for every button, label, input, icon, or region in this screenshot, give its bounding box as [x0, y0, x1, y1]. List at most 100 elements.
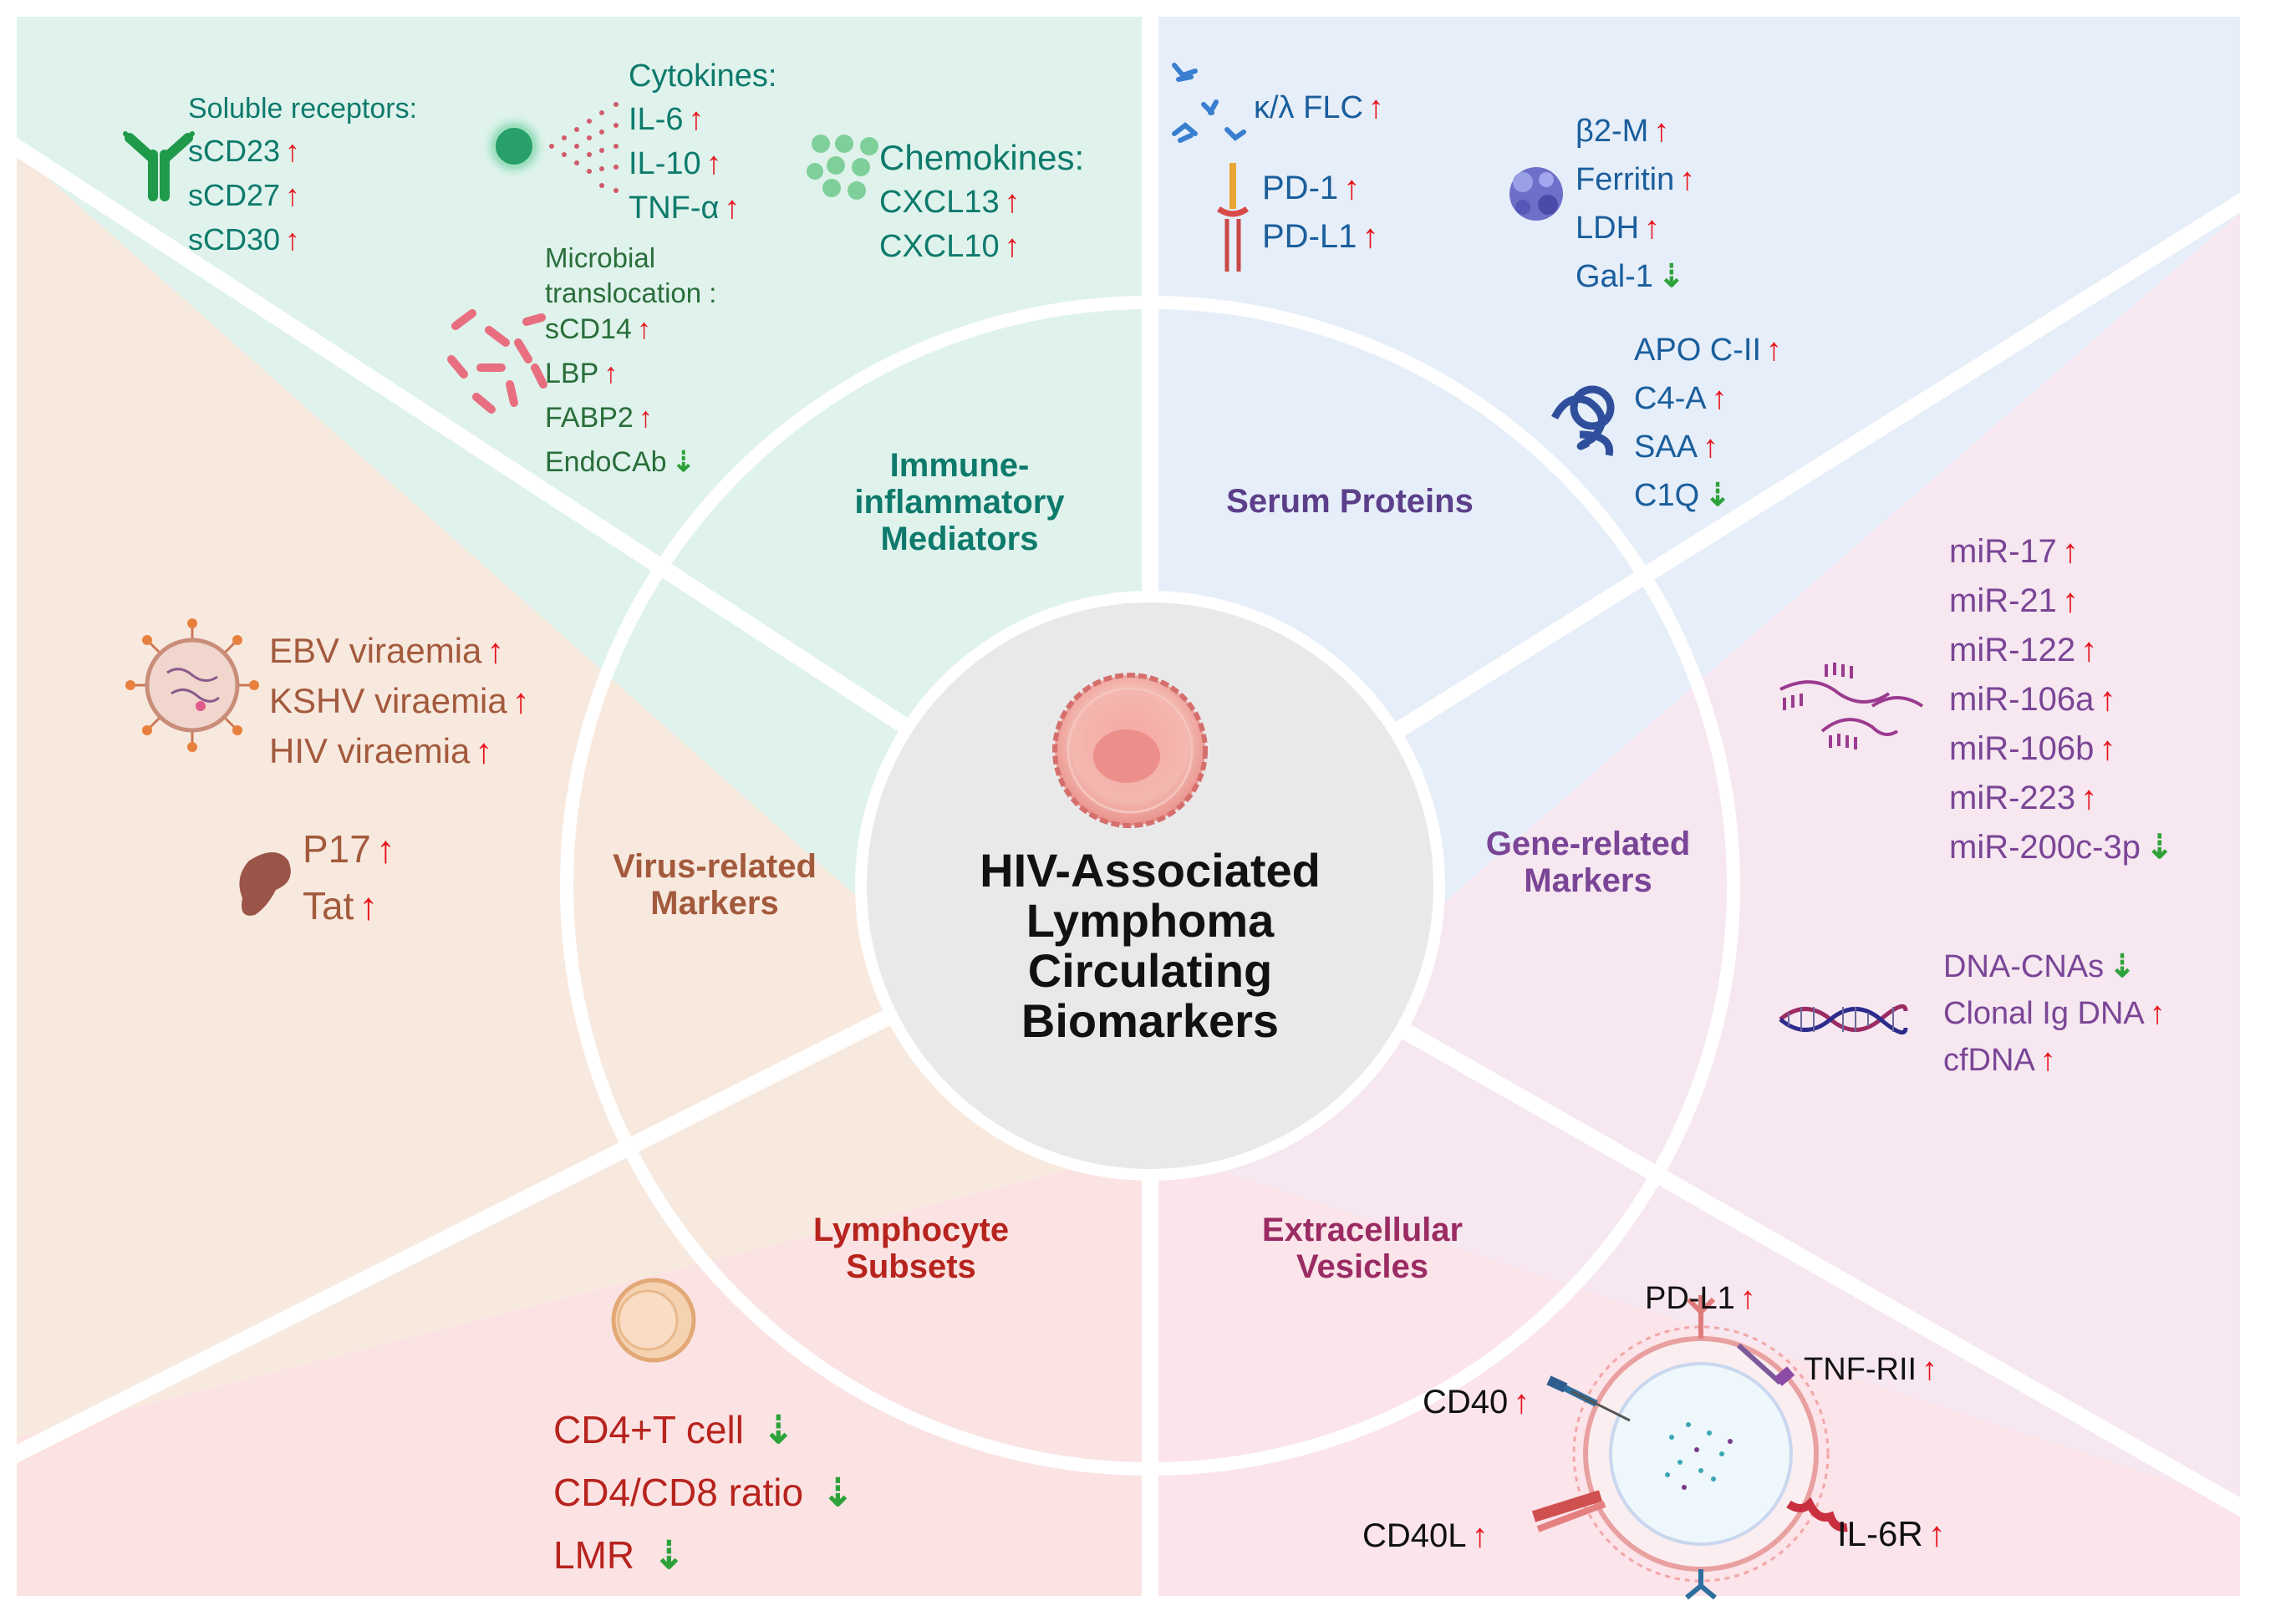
- marker-row: PD-L1↑: [1262, 220, 1378, 253]
- arrow-up-icon: ↑: [1004, 229, 1021, 264]
- arrow-up-icon: ↑: [2039, 1043, 2056, 1078]
- marker-name: CXCL13: [879, 185, 1000, 220]
- marker-row: β2-M↑: [1576, 115, 1669, 147]
- marker-row: CD40L↑: [1362, 1519, 1489, 1552]
- lymph-label: Lymphocyte Subsets: [744, 1212, 1078, 1285]
- marker-name: miR-223: [1949, 780, 2076, 816]
- marker-row: miR-17↑: [1949, 535, 2079, 568]
- chemokines-heading: Chemokines:: [879, 138, 1085, 177]
- arrow-up-icon: ↑: [2099, 730, 2116, 767]
- marker-name: Clonal Ig DNA: [1943, 996, 2145, 1031]
- arrow-down-icon: ⇣: [2109, 949, 2136, 984]
- marker-name: CD4/CD8 ratio: [553, 1471, 804, 1514]
- marker-row: IL-6R↑: [1837, 1517, 1946, 1552]
- arrow-down-icon: ⇣: [2145, 829, 2174, 866]
- marker-name: miR-106b: [1949, 730, 2095, 767]
- marker-row: TNF-RII↑: [1804, 1354, 1937, 1385]
- marker-name: KSHV viraemia: [269, 681, 507, 720]
- marker-name: TNF-RII: [1804, 1352, 1917, 1387]
- lymphocyte-icon: [611, 1278, 696, 1363]
- marker-row: miR-200c-3p⇣: [1949, 831, 2173, 864]
- marker-name: cfDNA: [1943, 1043, 2035, 1078]
- arrow-up-icon: ↑: [1644, 211, 1661, 246]
- arrow-up-icon: ↑: [1653, 114, 1670, 149]
- arrow-up-icon: ↑: [486, 631, 505, 670]
- marker-row: sCD30↑: [188, 225, 300, 255]
- vesicle-icon: [1531, 1295, 1848, 1600]
- marker-row: P17↑: [303, 830, 395, 868]
- protein-coil-icon: [1550, 385, 1615, 456]
- marker-row: CD4/CD8 ratio⇣: [553, 1473, 854, 1512]
- serum-label-text: Serum Proteins: [1226, 483, 1474, 520]
- marker-row: miR-106b↑: [1949, 732, 2115, 765]
- marker-row: Clonal Ig DNA↑: [1943, 998, 2166, 1029]
- marker-name: LBP: [545, 358, 599, 389]
- arrow-up-icon: ↑: [1343, 170, 1361, 206]
- marker-row: C1Q⇣: [1634, 480, 1731, 511]
- arrow-down-icon: ⇣: [1657, 259, 1685, 294]
- lymph-label-line-1: Lymphocyte: [812, 1212, 1010, 1248]
- marker-row: CD40↑: [1423, 1385, 1530, 1419]
- virus-label: Virus-related Markers: [547, 848, 882, 922]
- arrow-up-icon: ↑: [2099, 681, 2116, 718]
- marker-row: SAA↑: [1634, 431, 1718, 463]
- light-chain-icon: [1172, 63, 1246, 143]
- marker-name: miR-200c-3p: [1949, 829, 2141, 866]
- arrow-up-icon: ↑: [285, 134, 301, 168]
- marker-name: PD-L1: [1645, 1281, 1735, 1316]
- marker-row: sCD14↑: [545, 315, 651, 343]
- gene-label-line-1: Gene-related: [1485, 826, 1691, 862]
- center-title-line-2: Lymphoma: [1026, 894, 1275, 947]
- marker-name: CXCL10: [879, 229, 1000, 264]
- arrow-down-icon: ⇣: [761, 1408, 795, 1451]
- marker-row: Gal-1⇣: [1576, 261, 1685, 292]
- marker-name: IL-6: [629, 102, 684, 137]
- marker-name: CD40L: [1362, 1517, 1467, 1554]
- marker-row: EndoCAb⇣: [545, 448, 695, 476]
- outer-ring: [560, 296, 1740, 1476]
- marker-row: DNA-CNAs⇣: [1943, 951, 2136, 983]
- pd1-receptor-icon: [1216, 163, 1250, 272]
- marker-name: IL-10: [629, 146, 701, 181]
- center-title-line-3: Circulating: [1027, 944, 1273, 997]
- marker-row: LMR⇣: [553, 1536, 685, 1574]
- marker-row: LBP↑: [545, 359, 618, 388]
- marker-name: Tat: [303, 884, 354, 927]
- marker-name: β2-M: [1576, 114, 1649, 149]
- p17-protein-icon: [239, 852, 291, 916]
- gene-label-line-2: Markers: [1524, 862, 1652, 899]
- marker-row: κ/λ FLC↑: [1254, 92, 1384, 124]
- marker-row: HIV viraemia↑: [269, 734, 492, 769]
- gene-label: Gene-related Markers: [1421, 826, 1755, 899]
- arrow-down-icon: ⇣: [671, 446, 696, 478]
- cytokine-spray-icon: [549, 102, 619, 193]
- marker-row: miR-106a↑: [1949, 683, 2115, 716]
- marker-name: LDH: [1576, 211, 1640, 246]
- marker-name: sCD27: [188, 178, 281, 212]
- arrow-up-icon: ↑: [1927, 1514, 1946, 1553]
- marker-name: DNA-CNAs: [1943, 949, 2105, 984]
- arrow-up-icon: ↑: [2061, 533, 2079, 570]
- marker-name: HIV viraemia: [269, 731, 471, 770]
- antibody-icon: [123, 131, 195, 201]
- marker-row: IL-6↑: [629, 104, 704, 135]
- marker-name: EBV viraemia: [269, 631, 482, 670]
- marker-name: κ/λ FLC: [1254, 90, 1363, 125]
- virus-label-line-2: Markers: [650, 885, 779, 922]
- center-title-line-4: Biomarkers: [1021, 994, 1280, 1047]
- protein-blob-icon: [1509, 167, 1563, 221]
- immune-label-line-2: inflammatory: [854, 484, 1065, 521]
- immune-label-line-3: Mediators: [880, 521, 1039, 557]
- immune-label: Immune- inflammatory Mediators: [792, 447, 1127, 557]
- center-title-line-1: HIV-Associated: [980, 844, 1321, 897]
- virus-label-line-1: Virus-related: [613, 848, 817, 885]
- arrow-down-icon: ⇣: [653, 1533, 685, 1577]
- marker-row: LDH↑: [1576, 212, 1660, 244]
- arrow-up-icon: ↑: [1766, 333, 1783, 368]
- cytokines-heading: Cytokines:: [629, 58, 777, 94]
- microbial-heading-line-2: translocation :: [545, 277, 717, 308]
- marker-row: miR-21↑: [1949, 584, 2079, 617]
- arrow-up-icon: ↑: [2080, 780, 2098, 816]
- microbial-heading-line-1: Microbial: [545, 242, 656, 273]
- chemokine-dots-icon: [807, 135, 878, 200]
